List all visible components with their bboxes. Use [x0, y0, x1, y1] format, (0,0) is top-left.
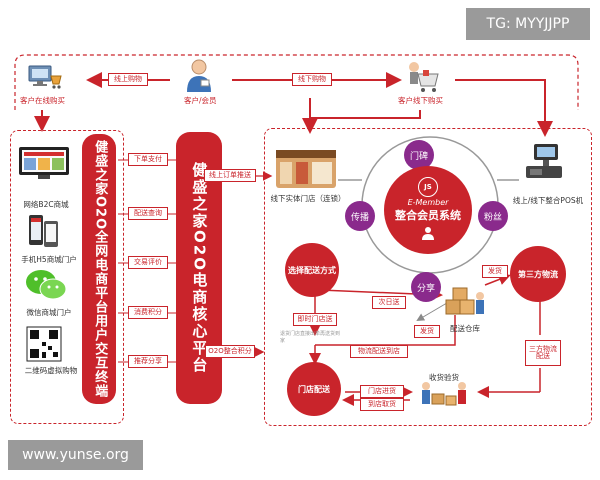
word-chuanbo-circle: 传播	[345, 201, 375, 231]
word-chuanbo: 传播	[350, 212, 369, 223]
receive-label: 收货验货	[429, 373, 459, 382]
store-label: 线下实体门店（连锁）	[270, 194, 346, 203]
tag-points: 消费积分	[128, 306, 168, 319]
channel-label-qr: 二维码虚拟购物	[24, 366, 78, 375]
store-photo-icon	[276, 150, 336, 188]
third-logistics-circle: 第三方物流	[510, 246, 566, 302]
member-person-icon	[183, 58, 215, 94]
receive-people-icon	[412, 380, 476, 412]
tag-ship-2: 发货	[414, 325, 440, 338]
tag-next-day: 次日送	[372, 296, 406, 309]
member-person-white-icon	[421, 225, 435, 244]
tag-share: 推荐分享	[128, 355, 168, 368]
tag-store-out: 到店取货	[360, 398, 404, 411]
computer-cart-icon	[25, 62, 65, 92]
right-box	[264, 128, 592, 426]
word-koubei-circle: 门碑	[404, 140, 434, 170]
word-fenxiang-circle: 分享	[411, 272, 441, 302]
channels-box	[10, 130, 124, 424]
word-fenxiang: 分享	[416, 283, 435, 294]
arrow-online-tag: 线上购物	[108, 73, 148, 86]
store-delivery-circle: 门店配送	[287, 362, 341, 416]
b2c-screen-icon	[18, 146, 70, 180]
store-delivery: 门店配送	[298, 384, 330, 394]
warehouse-boxes-icon	[444, 286, 488, 320]
tag-o2o-points: O2O整合积分	[205, 345, 255, 358]
word-koubei: 门碑	[409, 151, 428, 162]
word-fensi-circle: 粉丝	[478, 201, 508, 231]
watermark-top: TG: MYYJJPP	[466, 8, 590, 40]
member-label: 客户/会员	[184, 96, 217, 105]
js-logo-icon: JS	[418, 176, 438, 197]
choose-delivery-circle: 选择配送方式	[285, 243, 339, 297]
choose-delivery: 选择配送方式	[288, 265, 336, 275]
qr-code-icon	[26, 326, 66, 362]
arrow-offline-tag: 线下购物	[292, 73, 332, 86]
tag-delivery-query: 配送查询	[128, 207, 168, 220]
core-platform-text: 健盛之家O2O电商核心平台	[190, 162, 209, 374]
online-buy-label: 客户在线购买	[20, 96, 65, 105]
warehouse-label: 配送仓库	[450, 324, 480, 333]
channel-label-wechat: 微信商城门户	[26, 308, 72, 317]
tag-store-in: 门店进货	[360, 385, 404, 398]
tag-order-pay: 下单支付	[128, 153, 168, 166]
tag-ship-1: 发货	[482, 265, 508, 278]
tag-instant-store: 即时门店送	[293, 313, 337, 326]
tiny-note: 退货门店直接出单再送货到家	[280, 331, 341, 344]
tag-online-order-push: 线上订单推送	[204, 169, 256, 182]
offline-buy-label: 客户线下购买	[398, 96, 443, 105]
watermark-bottom: www.yunse.org	[8, 440, 143, 470]
left-platform-pill: 健盛之家O2O全网电商平台用户交互终端	[82, 134, 116, 404]
member-system-circle: JS E-Member 整合会员系统	[384, 166, 472, 254]
tag-logistics-to-store: 物流配送到店	[350, 345, 408, 358]
channel-label-h5: 手机H5商城门户	[21, 255, 77, 264]
tag-third-delivery: 三方物流配送	[525, 340, 561, 366]
left-platform-text: 健盛之家O2O全网电商平台用户交互终端	[92, 139, 108, 399]
wechat-icon	[24, 268, 68, 302]
shopping-cart-icon	[404, 60, 440, 94]
pos-label: 线上/线下整合POS机	[512, 196, 584, 205]
phone-h5-icon	[26, 213, 60, 251]
js-logo-text: JS	[424, 182, 432, 191]
third-logistics: 第三方物流	[518, 269, 558, 279]
member-system-title: 整合会员系统	[395, 208, 461, 222]
member-system-en: E-Member	[407, 197, 449, 207]
pos-machine-icon	[522, 142, 566, 182]
channel-label-b2c: 网络B2C商城	[23, 200, 69, 209]
tag-review: 交易评价	[128, 256, 168, 269]
word-fensi: 粉丝	[483, 212, 502, 223]
